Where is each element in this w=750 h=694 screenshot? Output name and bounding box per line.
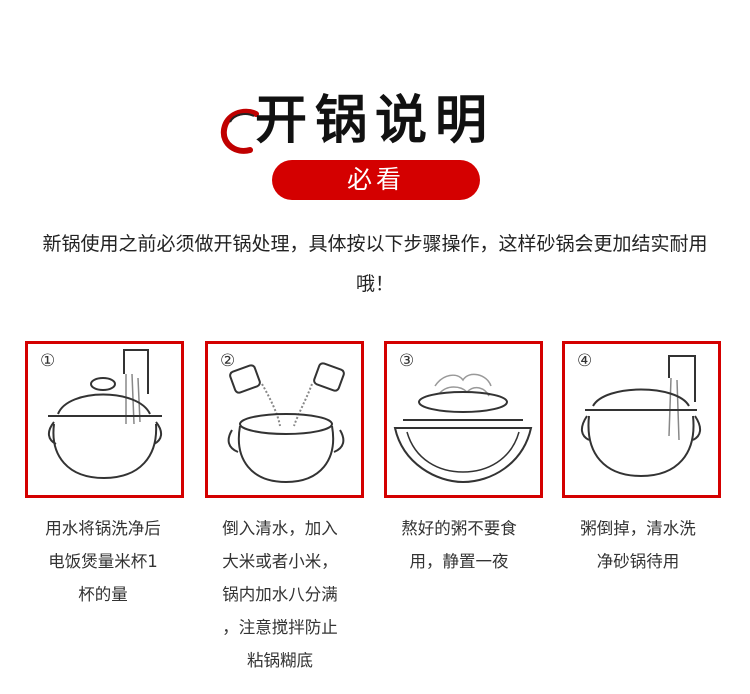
step-2-caption: 倒入清水，加入 大米或者小米， 锅内加水八分满 ，注意搅拌防止 粘锅糊底 [222, 519, 338, 670]
step-3-panel: ③ [384, 341, 543, 498]
step-1-caption: 用水将锅洗净后 电饭煲量米杯1 杯的量 [45, 519, 161, 604]
step-4-panel: ④ [562, 341, 721, 498]
must-read-badge: 必看 [272, 160, 480, 200]
step-4-pot-illustration: ④ [577, 351, 701, 478]
step-2-panel: ② [205, 341, 364, 498]
step-2-pot-illustration: ② [220, 351, 345, 484]
step-number: ② [220, 351, 235, 371]
step-number: ① [40, 351, 55, 371]
step-number: ④ [577, 351, 592, 371]
title-wrap: 开锅说明 [0, 78, 750, 153]
page-title: 开锅说明 [254, 90, 495, 151]
step-3-caption: 熬好的粥不要食 用，静置一夜 [401, 519, 517, 571]
step-1-pot-illustration: ① [40, 349, 162, 480]
step-4-caption: 粥倒掉，清水洗 净砂锅待用 [580, 519, 696, 571]
step-number: ③ [399, 351, 414, 371]
step-3-pot-illustration: ③ [393, 351, 533, 484]
brush-circle-icon [220, 108, 259, 154]
step-1-panel: ① [25, 341, 184, 498]
intro-text: 新锅使用之前必须做开锅处理，具体按以下步骤操作，这样砂锅会更加结实耐用哦！ [42, 233, 708, 295]
